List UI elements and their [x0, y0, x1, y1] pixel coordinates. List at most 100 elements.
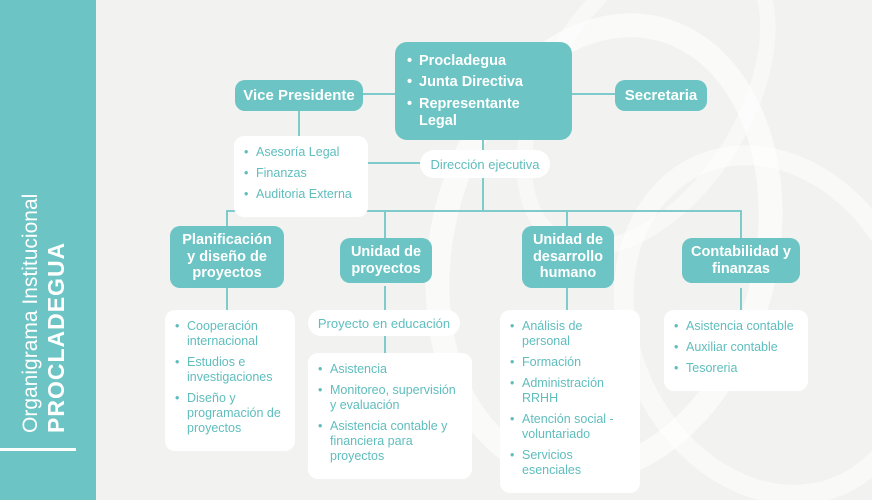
bullet-item: • Asistencia — [318, 362, 462, 377]
node-label: Contabilidad y finanzas — [691, 244, 791, 277]
connector-vp-advisory — [298, 110, 300, 138]
bullet-item-label: Representante Legal — [419, 95, 520, 130]
bullet-icon: • — [244, 145, 249, 159]
bullet-item: • Administración RRHH — [510, 376, 630, 406]
connector-root-secretary — [570, 93, 615, 95]
node-direccion-ejecutiva: Dirección ejecutiva — [420, 150, 550, 178]
node-proyecto-educacion: Proyecto en educación — [308, 310, 460, 336]
bullet-icon: • — [674, 340, 679, 354]
list-contabilidad: • Asistencia contable • Auxiliar contable • T… — [664, 310, 808, 391]
bullet-item-label: Finanzas — [256, 166, 307, 180]
bullet-icon: • — [407, 74, 413, 91]
bullet-item: • Procladegua — [407, 53, 560, 70]
bullet-item: • Análisis de personal — [510, 319, 630, 349]
bullet-item: • Asistencia contable y financiera para p… — [318, 419, 462, 464]
bullet-item: • Asistencia contable — [674, 319, 798, 334]
bullet-icon: • — [318, 419, 323, 433]
bullet-icon: • — [244, 166, 249, 180]
list-planificacion: • Cooperación internacional • Estudios e in… — [165, 310, 295, 451]
connector-dept3-list — [566, 288, 568, 311]
node-secretaria: Secretaria — [615, 80, 707, 111]
node-label: Vice Presidente — [243, 86, 355, 104]
connector-advisory-executive — [368, 162, 421, 164]
bullet-item: • Tesoreria — [674, 361, 798, 376]
connector-pill-list2 — [384, 335, 386, 354]
bullet-item-label: Junta Directiva — [419, 74, 523, 91]
bullet-item: • Estudios e investigaciones — [175, 355, 285, 385]
bullet-icon: • — [674, 319, 679, 333]
bullet-item-label: Auxiliar contable — [686, 340, 778, 354]
connector-executive-trunk — [482, 177, 484, 211]
bullet-icon: • — [244, 187, 249, 201]
sidebar: Organigrama Institucional PROCLADEGUA — [0, 0, 96, 500]
bullet-item: • Monitoreo, supervisión y evaluación — [318, 383, 462, 413]
node-label: Secretaria — [624, 86, 698, 104]
connector-stub-dept2 — [384, 210, 386, 239]
node-dept-contabilidad: Contabilidad y finanzas — [682, 238, 800, 284]
page-subtitle: PROCLADEGUA — [43, 241, 70, 433]
node-dept-desarrollo-humano: Unidad de desarrollo humano — [522, 226, 614, 289]
node-label: Planificación y diseño de proyectos — [182, 232, 272, 282]
bullet-item: • Cooperación internacional — [175, 319, 285, 349]
bullet-item-label: Formación — [522, 355, 582, 369]
connector-distributor — [227, 210, 742, 212]
bullet-item-label: Tesoreria — [686, 361, 738, 375]
sidebar-vertical-title: Organigrama Institucional PROCLADEGUA — [18, 73, 78, 433]
bullet-item-label: Estudios e investigaciones — [187, 355, 273, 384]
bullet-icon: • — [510, 319, 515, 333]
bullet-item-label: Procladegua — [419, 53, 507, 69]
bullet-icon: • — [510, 355, 515, 369]
connector-dept4-list — [740, 288, 742, 311]
node-root-junta-directiva: • Procladegua • Junta Directiva • Representan… — [395, 42, 572, 140]
bullet-item-label: Diseño y programación de proyectos — [187, 391, 281, 435]
connector-stub-dept4 — [740, 210, 742, 239]
connector-stub-dept3 — [566, 210, 568, 227]
bullet-item-label: Atención social - voluntariado — [522, 412, 614, 441]
sidebar-accent-line — [0, 448, 76, 451]
connector-dept1-list — [226, 288, 228, 311]
node-dept-planificacion: Planificación y diseño de proyectos — [170, 226, 284, 289]
node-vice-presidente: Vice Presidente — [235, 80, 363, 111]
bullet-item-label: Administración RRHH — [522, 376, 604, 405]
bullet-icon: • — [407, 53, 413, 69]
bullet-item-label: Asistencia contable y financiera para pr… — [330, 419, 448, 463]
bullet-item: • Auxiliar contable — [674, 340, 798, 355]
bullet-icon: • — [510, 376, 515, 390]
bullet-icon: • — [318, 383, 323, 397]
list-desarrollo-humano: • Análisis de personal • Formación • Administ… — [500, 310, 640, 493]
connector-dept2-pill — [384, 286, 386, 311]
bullet-item-label: Monitoreo, supervisión y evaluación — [330, 383, 456, 412]
bullet-item-label: Servicios esenciales — [522, 448, 582, 477]
node-label: Unidad de proyectos — [350, 244, 422, 277]
bullet-icon: • — [510, 448, 515, 462]
bullet-icon: • — [175, 319, 180, 333]
bullet-item: • Representante Legal — [407, 96, 560, 131]
node-label: Unidad de desarrollo humano — [532, 232, 604, 282]
node-asesoria-list: • Asesoría Legal • Finanzas • Auditoria Exter… — [234, 136, 368, 217]
bullet-item-label: Asesoría Legal — [256, 145, 340, 159]
bullet-item: • Servicios esenciales — [510, 448, 630, 478]
bullet-icon: • — [318, 362, 323, 376]
bullet-item: • Asesoría Legal — [244, 145, 358, 160]
bullet-item-label: Análisis de personal — [522, 319, 583, 348]
bullet-icon: • — [175, 355, 180, 369]
bullet-item-label: Cooperación internacional — [187, 319, 258, 348]
bullet-item-label: Asistencia contable — [686, 319, 794, 333]
bullet-item-label: Auditoria Externa — [256, 187, 352, 201]
page-title: Organigrama Institucional — [19, 193, 42, 433]
bullet-item: • Junta Directiva — [407, 74, 560, 91]
list-unidad-proyectos: • Asistencia • Monitoreo, supervisión y eva… — [308, 353, 472, 479]
bullet-icon: • — [674, 361, 679, 375]
bullet-icon: • — [407, 95, 413, 112]
bullet-item: • Atención social - voluntariado — [510, 412, 630, 442]
bullet-icon: • — [510, 412, 515, 426]
node-label: Proyecto en educación — [317, 315, 451, 331]
node-dept-unidad-proyectos: Unidad de proyectos — [340, 238, 432, 284]
bullet-item: • Auditoria Externa — [244, 187, 358, 202]
connector-vp-root — [363, 93, 397, 95]
bullet-item: • Finanzas — [244, 166, 358, 181]
bullet-item-label: Asistencia — [330, 362, 387, 376]
bullet-icon: • — [175, 391, 180, 405]
bullet-item: • Diseño y programación de proyectos — [175, 391, 285, 436]
